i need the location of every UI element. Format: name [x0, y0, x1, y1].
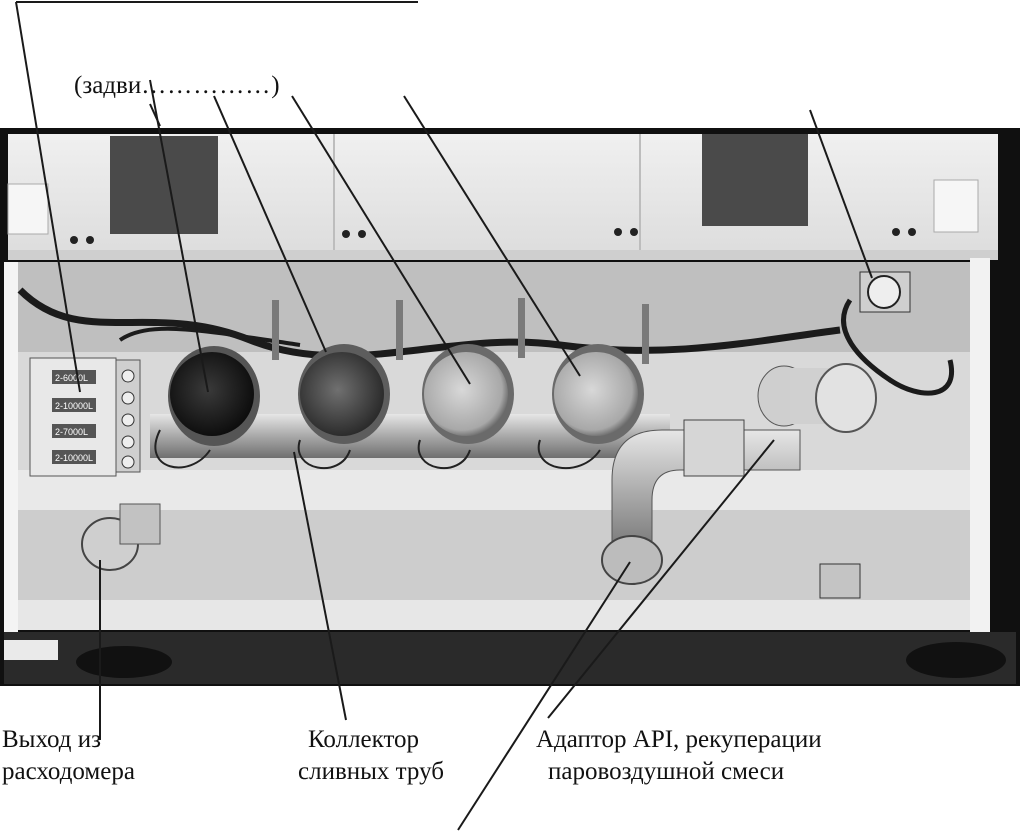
caption-api-adapter-line-1: Адаптор API, рекуперации — [536, 726, 822, 753]
coupler-4 — [552, 344, 644, 444]
gauge-label-4: 2-10000L — [55, 453, 93, 463]
caption-meter-outlet-line-1: Выход из — [2, 726, 102, 753]
caption-drain-manifold-line-1: Коллектор — [308, 726, 420, 753]
caption-drain-manifold: Коллектор сливных труб — [298, 724, 444, 788]
gauge-label-3: 2-7000L — [55, 427, 88, 437]
coupler-3 — [422, 344, 514, 444]
grounding-socket — [867, 275, 901, 309]
api-adapter-flange — [601, 535, 663, 585]
vapor-adapter-cap — [815, 363, 877, 433]
caption-meter-outlet: Выход из расходомера — [2, 724, 135, 788]
caption-api-adapter-line-2: паровоздушной смеси — [548, 758, 785, 785]
gauge-label-1: 2-6000L — [55, 373, 88, 383]
warning-plate-right — [702, 134, 808, 226]
coupler-1 — [168, 346, 260, 446]
caption-drain-manifold-line-2: сливных труб — [298, 758, 444, 785]
caption-meter-outlet-line-2: расходомера — [2, 758, 135, 785]
gauge-label-2: 2-10000L — [55, 401, 93, 411]
header-caption-fragment: (задви……………) — [74, 72, 281, 99]
coupler-2 — [298, 344, 390, 444]
warning-plate-left — [110, 136, 218, 234]
caption-api-adapter: Адаптор API, рекуперации паровоздушной с… — [536, 724, 822, 788]
